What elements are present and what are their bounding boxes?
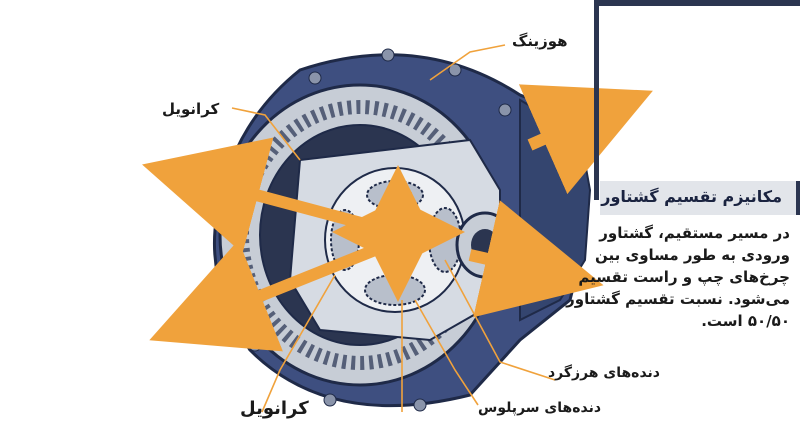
crown-bottom-label: کرانویل	[240, 398, 309, 419]
panel-accent-bar	[594, 0, 599, 200]
description-line: ۵۰/۵۰ است.	[701, 312, 790, 330]
description-line: ورودی به طور مساوی بین	[594, 246, 790, 264]
spider-gears-label: دنده‌های سرپلوس	[478, 400, 602, 416]
side-gears-label: دنده‌های هرزگرد	[548, 365, 660, 381]
panel-title-box: مکانیزم تقسیم گشتاور	[600, 181, 800, 215]
torque-arrows	[142, 84, 653, 352]
leader-lines	[231, 44, 556, 413]
description-line: در مسیر مستقیم، گشتاور	[599, 224, 790, 242]
panel-title: مکانیزم تقسیم گشتاور	[601, 187, 782, 206]
crown-top-label: کرانویل	[162, 100, 220, 118]
description-line: می‌شود. نسبت تقسیم گشتاور	[566, 290, 790, 308]
top-accent-bar	[594, 0, 800, 6]
panel-description: در مسیر مستقیم، گشتاور ورودی به طور مساو…	[566, 222, 790, 332]
description-line: چرخ‌های چپ و راست تقسیم	[578, 268, 790, 286]
housing-label: هوزینگ	[512, 32, 568, 50]
